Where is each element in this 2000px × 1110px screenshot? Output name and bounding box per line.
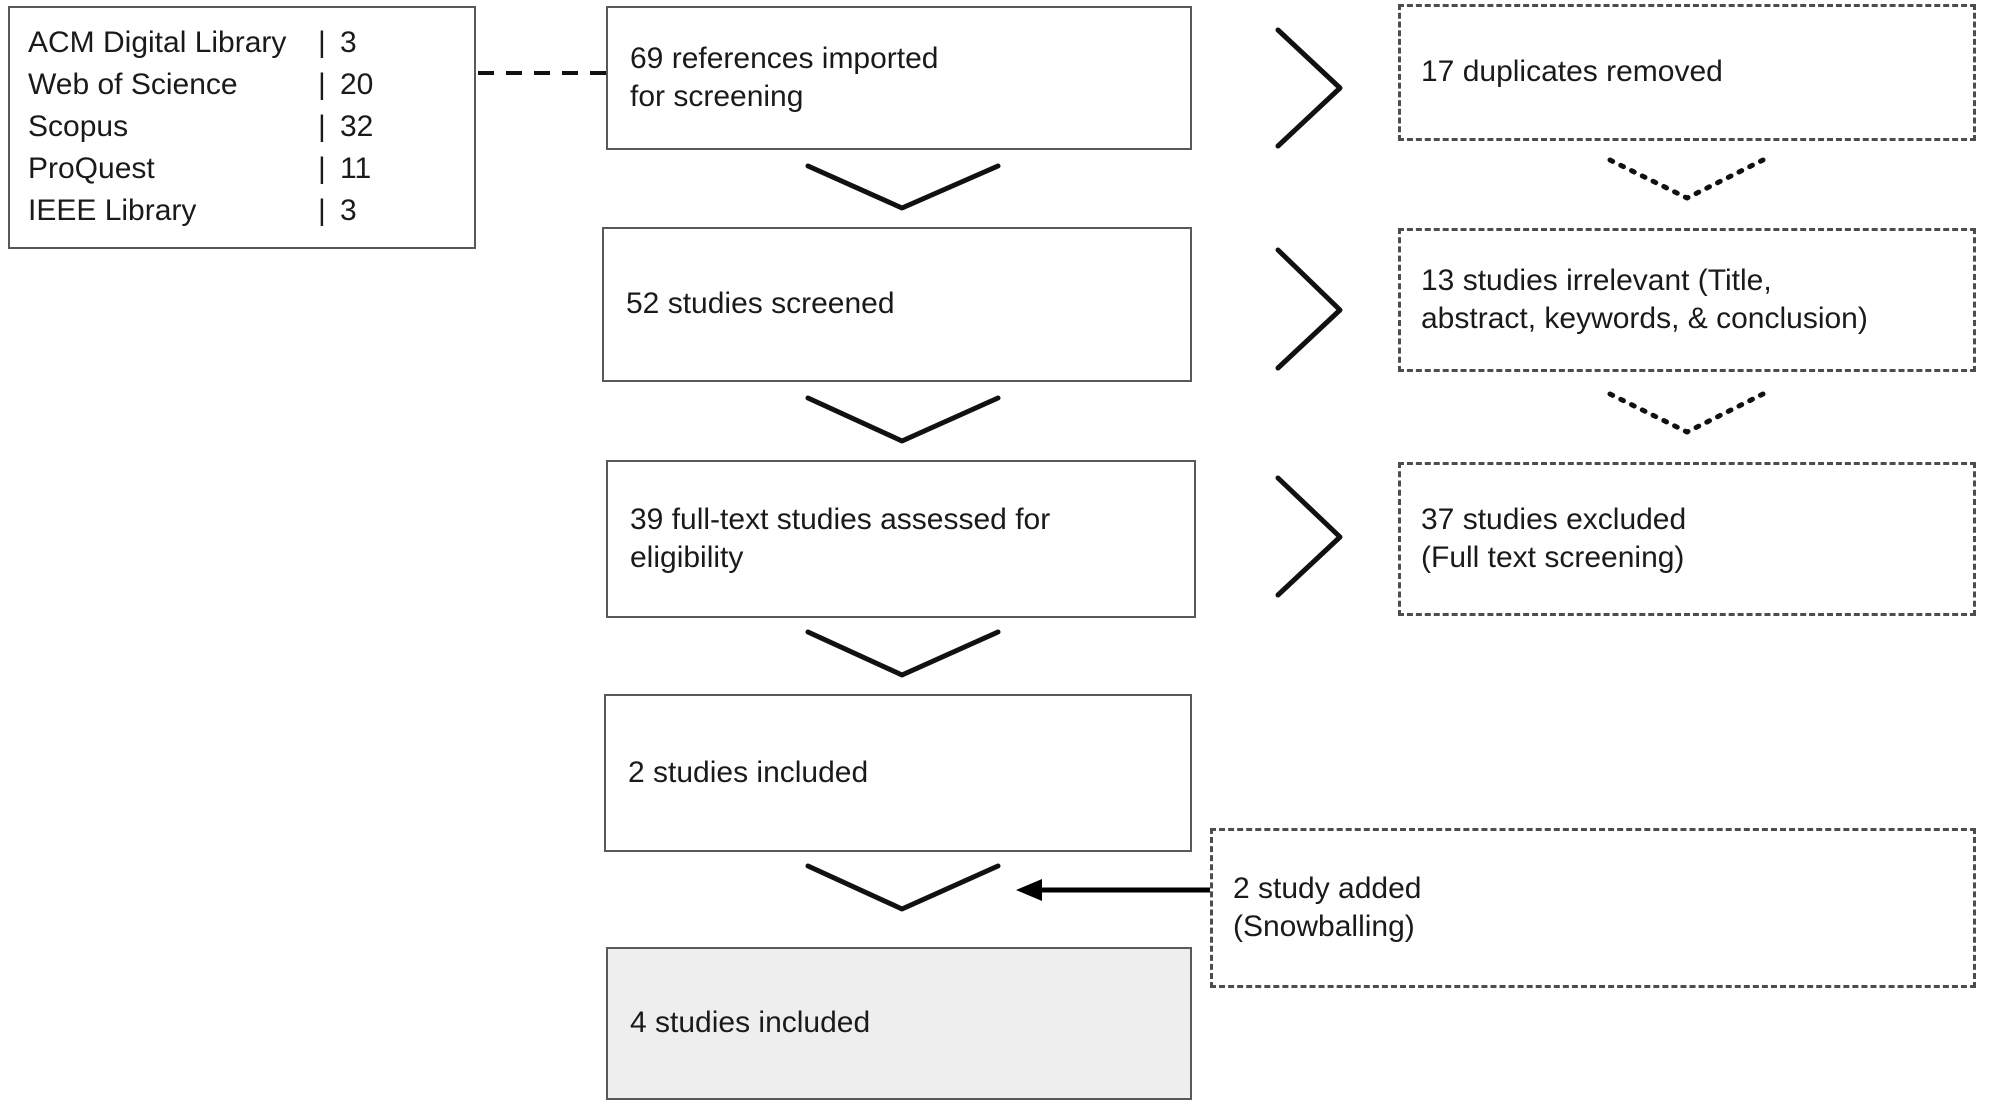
node-study-added-snowballing: 2 study added (Snowballing) [1210, 828, 1976, 988]
source-name: Scopus [28, 110, 129, 143]
node-label: 4 studies included [630, 1006, 871, 1040]
source-row: ProQuest | 11 [28, 148, 456, 190]
node-label: 2 study added (Snowballing) [1233, 871, 1422, 943]
node-studies-included-2: 2 studies included [604, 694, 1192, 852]
source-separator: | [318, 110, 326, 143]
chevron-down-included2-to-included4 [805, 863, 1001, 912]
node-studies-screened: 52 studies screened [602, 227, 1192, 382]
dotted-chevron-duplicates-to-irrelevant [1607, 157, 1766, 201]
chevron-right-fulltext-to-excluded [1275, 475, 1343, 598]
node-references-imported: 69 references imported for screening [606, 6, 1192, 150]
source-count: 32 [340, 110, 374, 143]
chevron-right-screened-to-irrelevant [1275, 247, 1343, 371]
chevron-down-screened-to-fulltext [805, 395, 1001, 444]
source-row: Scopus | 32 [28, 106, 456, 148]
source-name: ACM Digital Library [28, 26, 287, 59]
node-label: 2 studies included [628, 755, 869, 789]
source-count: 3 [340, 194, 357, 227]
source-count: 20 [340, 68, 374, 101]
source-name: ProQuest [28, 152, 155, 185]
node-studies-irrelevant: 13 studies irrelevant (Title, abstract, … [1398, 228, 1976, 372]
source-separator: | [318, 194, 326, 227]
chevron-right-imported-to-duplicates [1275, 27, 1343, 149]
source-separator: | [318, 152, 326, 185]
node-label: 69 references imported for screening [630, 41, 939, 113]
chevron-down-fulltext-to-included2 [805, 629, 1001, 678]
search-sources-box: ACM Digital Library | 3 Web of Science |… [8, 6, 476, 249]
node-label: 39 full-text studies assessed for eligib… [630, 502, 1051, 574]
node-fulltext-assessed: 39 full-text studies assessed for eligib… [606, 460, 1196, 618]
node-label: 52 studies screened [626, 287, 895, 321]
source-name: Web of Science [28, 68, 238, 101]
source-row: ACM Digital Library | 3 [28, 22, 456, 64]
source-row: Web of Science | 20 [28, 64, 456, 106]
dotted-chevron-irrelevant-to-excluded [1607, 391, 1766, 435]
node-label: 37 studies excluded (Full text screening… [1421, 502, 1687, 574]
source-name: IEEE Library [28, 194, 197, 227]
source-separator: | [318, 68, 326, 101]
node-studies-included-4: 4 studies included [606, 947, 1192, 1100]
source-count: 11 [340, 152, 372, 185]
source-count: 3 [340, 26, 357, 59]
arrow-head-icon [1016, 879, 1042, 901]
source-row: IEEE Library | 3 [28, 190, 456, 232]
chevron-down-imported-to-screened [805, 163, 1001, 211]
node-label: 17 duplicates removed [1421, 55, 1723, 89]
node-duplicates-removed: 17 duplicates removed [1398, 4, 1976, 141]
node-label: 13 studies irrelevant (Title, abstract, … [1421, 263, 1868, 335]
source-separator: | [318, 26, 326, 59]
node-studies-excluded: 37 studies excluded (Full text screening… [1398, 462, 1976, 616]
